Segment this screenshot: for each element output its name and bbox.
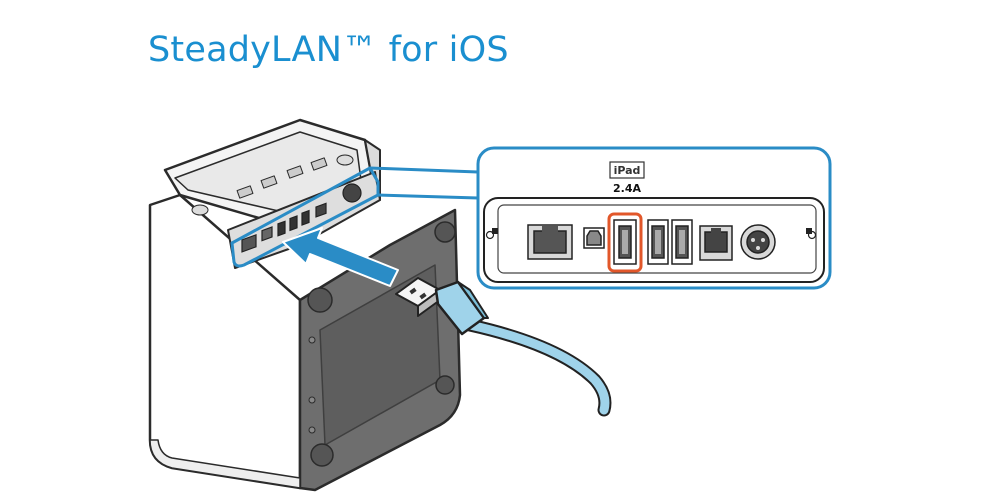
- rj12-port-icon: [699, 225, 733, 261]
- usb-a-port-icon: [647, 219, 669, 265]
- printer-port-group: [241, 183, 362, 253]
- ipad-port-highlight: [607, 212, 643, 273]
- usb-cable-icon: [395, 277, 612, 417]
- page-title: SteadyLAN™ for iOS: [148, 30, 509, 70]
- ipad-port-label: iPad 2.4A: [609, 161, 645, 195]
- port-callout: [476, 146, 832, 290]
- dc-power-port-icon: [740, 224, 776, 260]
- lan-port-icon: [527, 224, 573, 260]
- insert-arrow-icon: [282, 227, 399, 287]
- printer-icon: [148, 118, 462, 492]
- current-rating-text: 2.4A: [613, 182, 641, 195]
- usb-b-port-icon: [583, 227, 605, 249]
- ipad-label-text: iPad: [614, 164, 641, 177]
- port-area-highlight: [230, 166, 380, 268]
- usb-a-port-ipad-icon: [613, 219, 637, 265]
- usb-a-port-icon-2: [671, 219, 693, 265]
- callout-leader-lines: [369, 166, 479, 200]
